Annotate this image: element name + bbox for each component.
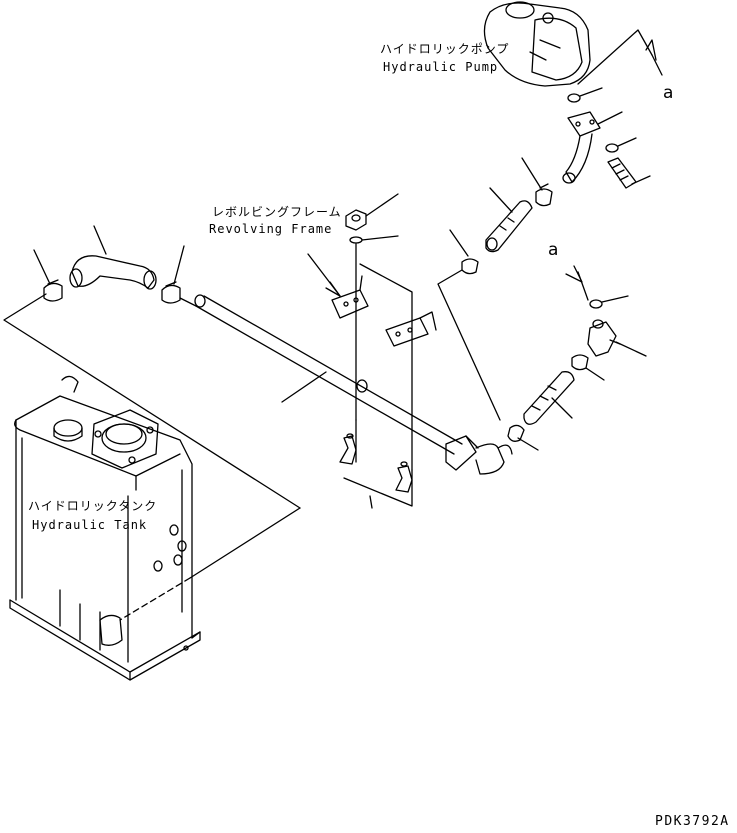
leader-clamp-4	[517, 437, 539, 451]
tank-label-jp: ハイドロリックタンク	[28, 499, 158, 513]
fitting-1	[339, 433, 357, 465]
leader-bolt-1	[631, 175, 651, 185]
leader-fittings	[369, 495, 373, 509]
leader-o-ring-1	[579, 87, 603, 97]
elbow-flange	[562, 111, 601, 184]
washer-1	[605, 143, 619, 153]
leader-clamp-2	[449, 229, 469, 257]
pipe-boss	[356, 379, 368, 393]
nut	[345, 209, 367, 231]
leader-elbow	[597, 111, 623, 125]
frame-bracket-1	[331, 275, 369, 319]
leader-clamp-3	[585, 367, 605, 381]
hose-left	[69, 255, 157, 290]
arrow-label-a-mid: a	[548, 240, 559, 260]
hose-lower	[523, 371, 575, 425]
hose-clamp-3	[571, 354, 589, 371]
leader-clamp-5	[33, 249, 51, 285]
leader-nut	[365, 193, 399, 217]
leader-washer-1	[617, 137, 637, 147]
frame-label-jp: レボルビングフレーム	[212, 205, 342, 219]
leader-washer-2	[361, 235, 399, 241]
leader-clamp-1	[521, 157, 543, 191]
leader-clamp-6	[173, 245, 185, 285]
leader-pipe	[281, 371, 327, 403]
elbow-fitting	[587, 319, 621, 357]
o-ring-1	[567, 93, 581, 103]
leader-hose-upper	[489, 187, 513, 213]
frame-label-en: Revolving Frame	[209, 222, 333, 236]
hose-clamp-1	[535, 183, 553, 207]
arrow-a-top	[577, 29, 663, 85]
leader-hose-lower	[551, 397, 573, 419]
tank-label-en: Hydraulic Tank	[32, 518, 148, 532]
arrow-a-mid	[565, 265, 589, 301]
drawing-code: PDK3792A	[655, 814, 730, 829]
hose-upper	[485, 200, 533, 253]
hose-clamp-2	[461, 258, 479, 275]
leader-line-hose	[437, 269, 501, 421]
frame-arrow-head	[325, 281, 341, 297]
leader-o-ring-2	[601, 295, 629, 303]
hose-clamp-6	[161, 281, 181, 304]
hydraulic-tank	[9, 375, 201, 681]
leader-hose-left	[93, 225, 107, 255]
hose-clamp-4	[507, 424, 525, 442]
connection-lines	[3, 293, 301, 621]
pump-label-jp: ハイドロリックポンプ	[380, 42, 510, 56]
pump-label-en: Hydraulic Pump	[383, 60, 499, 74]
leader-elbow-fitting	[615, 341, 647, 357]
washer-2	[349, 236, 363, 244]
o-ring-2	[589, 299, 603, 309]
arrow-label-a-top: a	[663, 83, 674, 103]
hose-elbow-lower	[475, 443, 513, 475]
frame-bracket-2	[385, 311, 437, 347]
hydraulic-pump	[483, 1, 591, 87]
hose-clamp-5	[43, 279, 63, 302]
fitting-2	[395, 461, 413, 493]
return-pipe	[194, 294, 479, 471]
